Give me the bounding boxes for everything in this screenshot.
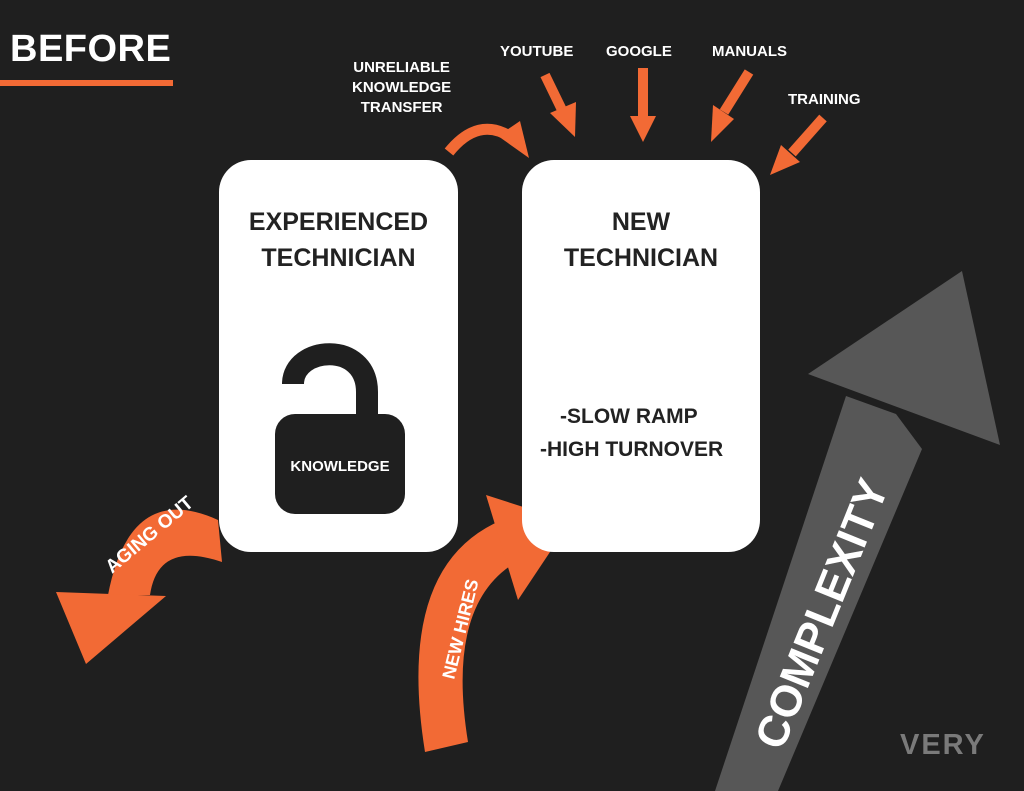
experienced-technician-title: EXPERIENCED TECHNICIAN xyxy=(248,208,429,272)
source-arrows xyxy=(444,68,827,175)
page-title: BEFORE xyxy=(10,28,172,70)
youtube-label: YOUTUBE xyxy=(500,43,574,60)
complexity-arrow xyxy=(715,271,1000,791)
issue-slow-ramp: -SLOW RAMP xyxy=(560,405,698,428)
issue-high-turnover: -HIGH TURNOVER xyxy=(540,438,724,461)
google-label: GOOGLE xyxy=(606,43,672,60)
experienced-technician-card: EXPERIENCED TECHNICIAN KNOWLEDGE xyxy=(219,160,458,552)
manuals-label: MANUALS xyxy=(712,43,787,60)
title-underline xyxy=(0,80,173,86)
new-technician-card: NEW TECHNICIAN -SLOW RAMP -HIGH TURNOVER xyxy=(522,160,760,552)
padlock-open-icon xyxy=(275,343,405,514)
aging-out-arrow xyxy=(56,509,222,664)
new-technician-title: NEW TECHNICIAN xyxy=(563,208,719,272)
knowledge-label: KNOWLEDGE xyxy=(290,458,390,475)
unreliable-transfer-label: UNRELIABLE KNOWLEDGE TRANSFER xyxy=(352,59,452,116)
very-logo: VERY xyxy=(900,729,986,761)
training-label: TRAINING xyxy=(788,91,861,108)
very-logo-text: VERY xyxy=(900,729,986,761)
